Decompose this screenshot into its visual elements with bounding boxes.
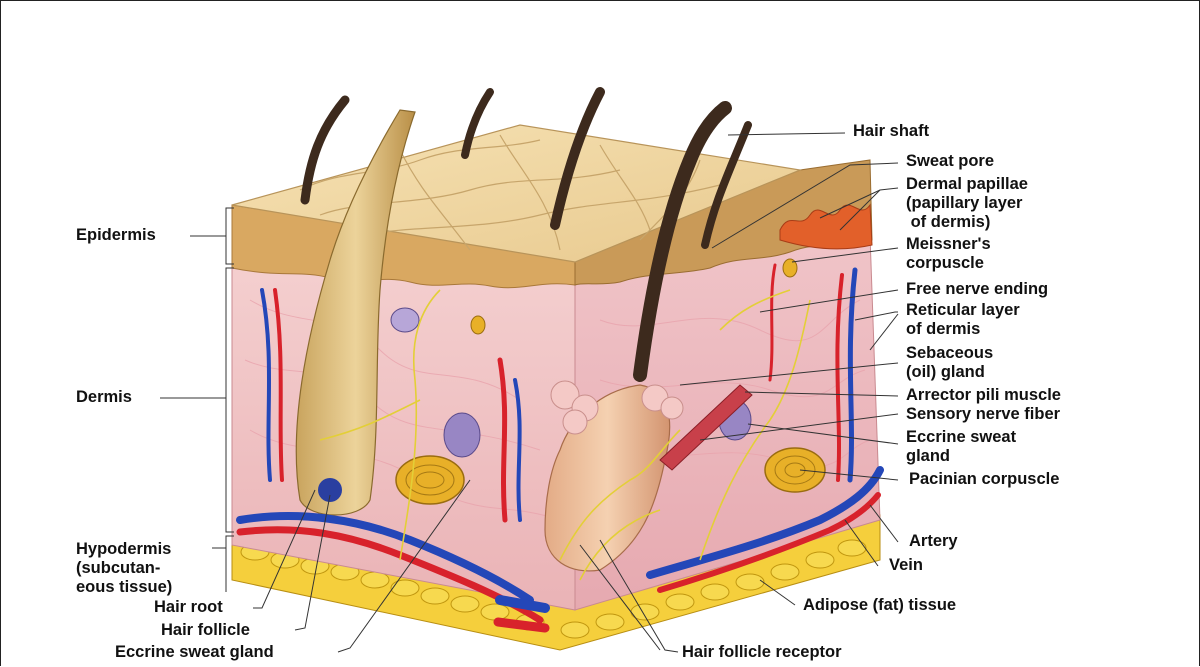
label-sensory-nerve-fiber: Sensory nerve fiber <box>906 405 1060 424</box>
layer-brackets <box>160 208 234 592</box>
label-dermal-papillae: Dermal papillae (papillary layer of derm… <box>906 175 1028 232</box>
label-sebaceous-gland: Sebaceous (oil) gland <box>906 344 993 382</box>
label-hair-shaft: Hair shaft <box>853 122 929 141</box>
label-free-nerve-ending: Free nerve ending <box>906 280 1048 299</box>
label-pacinian-corpuscle: Pacinian corpuscle <box>909 470 1059 489</box>
label-eccrine-sweat-gland-left: Eccrine sweat gland <box>115 643 274 662</box>
label-meissners-corpuscle: Meissner's corpuscle <box>906 235 991 273</box>
label-dermis: Dermis <box>76 388 132 407</box>
label-reticular-layer: Reticular layer of dermis <box>906 301 1020 339</box>
label-arrector-pili-muscle: Arrector pili muscle <box>906 386 1061 405</box>
label-hair-root: Hair root <box>154 598 223 617</box>
label-eccrine-sweat-gland-right: Eccrine sweat gland <box>906 428 1016 466</box>
label-adipose-tissue: Adipose (fat) tissue <box>803 596 956 615</box>
label-vein: Vein <box>889 556 923 575</box>
label-artery: Artery <box>909 532 958 551</box>
label-hair-follicle-receptor: Hair follicle receptor <box>682 643 842 662</box>
label-hypodermis: Hypodermis (subcutan- eous tissue) <box>76 540 172 597</box>
label-epidermis: Epidermis <box>76 226 156 245</box>
label-hair-follicle: Hair follicle <box>161 621 250 640</box>
label-sweat-pore: Sweat pore <box>906 152 994 171</box>
